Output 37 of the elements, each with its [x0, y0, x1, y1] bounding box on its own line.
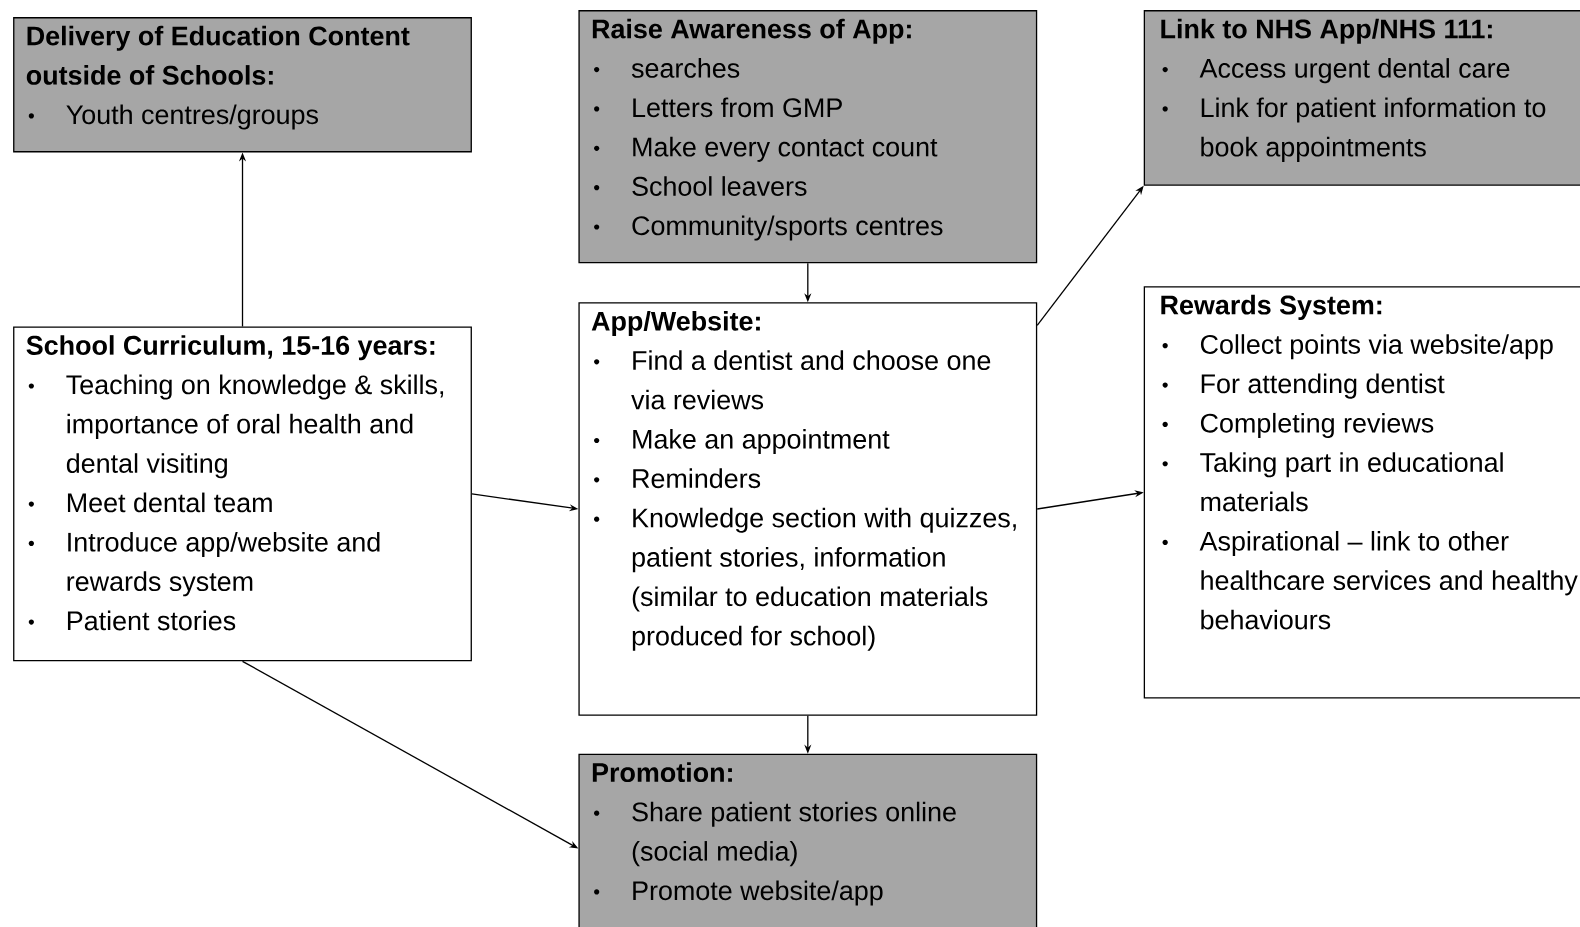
bullet-item: Make an appointment — [633, 429, 890, 455]
box-heading: Link to NHS App/NHS 111: — [1161, 18, 1492, 44]
bullet-item: Reminders — [633, 468, 761, 489]
shaded-box — [578, 10, 1038, 264]
bullet-item: Make every contact count — [633, 136, 938, 162]
shaded-box — [1143, 10, 1580, 186]
shaded-box — [578, 753, 1038, 927]
text-box — [578, 302, 1038, 716]
bullet-item: Introduce app/website and rewards system — [67, 531, 380, 597]
box-heading: Rewards System: — [1161, 294, 1382, 320]
bullet-item: Knowledge section with quizzes, patient stories, information (similar to education materials produced for school) — [632, 507, 1016, 651]
bullet-item: searches — [631, 58, 740, 78]
bullet-item: Taking part in educational materials — [1200, 452, 1503, 512]
box-heading: Promotion: — [592, 762, 732, 783]
box-heading: Delivery of Education Content outside of Schools: — [26, 25, 410, 85]
bullet-item: Access urgent dental care — [1199, 58, 1510, 84]
bullet-item: Share patient stories online (social media) — [632, 801, 956, 867]
box-heading: App/Website: — [591, 310, 760, 337]
bullet-item: For attending dentist — [1201, 373, 1445, 399]
bullet-item: Patient stories — [67, 610, 236, 631]
bullet-item: Link for patient information to book appointments — [1201, 97, 1546, 162]
box-heading: School Curriculum, 15-16 years: — [26, 335, 435, 361]
bullet-item: Aspirational – link to other healthcare services and healthy behaviours — [1199, 530, 1578, 630]
bullet-item: Completing reviews — [1200, 412, 1434, 438]
shaded-box — [13, 17, 472, 153]
text-box — [13, 326, 472, 662]
bullet-item: Youth centres/groups — [66, 104, 318, 130]
bullet-item: Community/sports centres — [632, 215, 943, 241]
text-box — [1143, 286, 1580, 699]
bullet-item: Promote website/app — [633, 880, 883, 906]
bullet-item: School leavers — [632, 176, 807, 196]
box-heading: Raise Awareness of App: — [592, 18, 911, 44]
bullet-item: Collect points via website/app — [1200, 334, 1553, 360]
bullet-item: Letters from GMP — [633, 97, 842, 118]
bullet-item: Find a dentist and choose one via reviews — [631, 350, 991, 410]
bullet-item: Teaching on knowledge & skills, importance of oral health and dental visiting — [66, 374, 444, 479]
bullet-item: Meet dental team — [67, 492, 272, 513]
